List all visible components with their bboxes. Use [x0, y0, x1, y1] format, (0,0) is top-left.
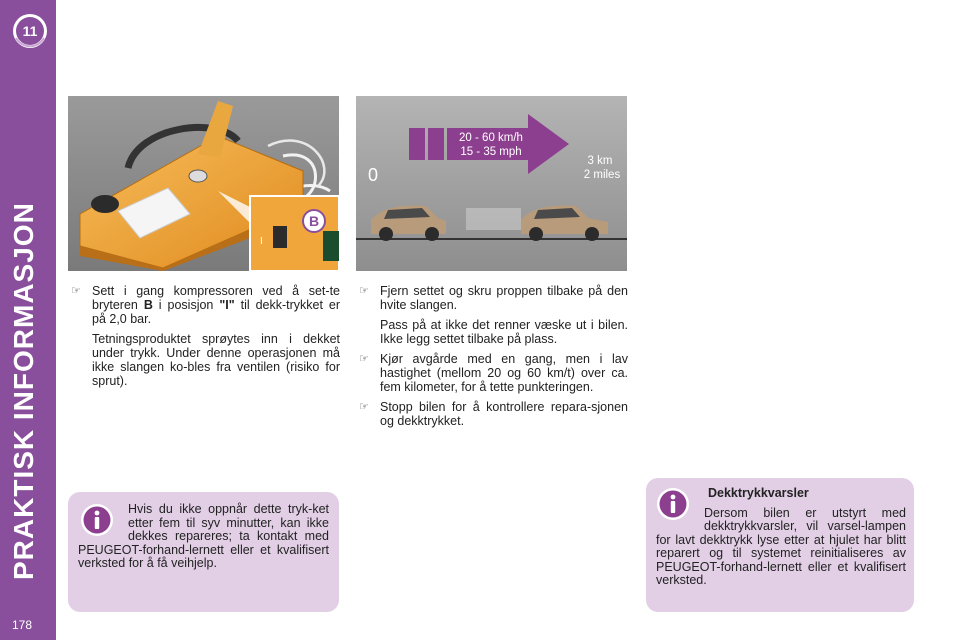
pointing-hand-bullet-icon: ☞: [359, 401, 369, 413]
info-box-no-pressure: Hvis du ikke oppnår dette tryk-ket etter…: [68, 492, 339, 612]
section-title: PRAKTISK INFORMASJON: [8, 202, 39, 580]
instruction-drive: ☞ Kjør avgårde med en gang, men i lav ha…: [359, 352, 628, 394]
chapter-number: 11: [23, 23, 38, 39]
figure-compressor-kit: I B: [68, 96, 339, 271]
callout-label-b: B: [309, 213, 319, 229]
chapter-sidebar: 11 PRAKTISK INFORMASJON 178: [0, 0, 56, 640]
instruction-remove-kit: ☞ Fjern settet og skru proppen tilbake p…: [359, 284, 628, 346]
instructions-left: ☞ Sett i gang kompressoren ved å set-te …: [68, 284, 340, 394]
info-text: Dersom bilen er utstyrt med dekktrykkvar…: [656, 505, 906, 587]
pointing-hand-bullet-icon: ☞: [359, 285, 369, 297]
pointing-hand-bullet-icon: ☞: [71, 285, 81, 297]
speed-mph-label: 15 - 35 mph: [460, 146, 521, 158]
start-label: 0: [368, 165, 378, 185]
switch-mark: I: [260, 236, 263, 247]
speed-kmh-label: 20 - 60 km/h: [459, 132, 523, 144]
distance-miles-label: 2 miles: [584, 169, 621, 181]
car-moving: [521, 205, 608, 241]
info-text: Hvis du ikke oppnår dette tryk-ket etter…: [78, 502, 329, 570]
instruction-start-compressor: ☞ Sett i gang kompressoren ved å set-te …: [71, 284, 341, 388]
car-start: [371, 205, 446, 241]
figure-driving-speed: 20 - 60 km/h 15 - 35 mph 0 3 km 2 miles: [356, 96, 627, 271]
distance-km-label: 3 km: [588, 155, 613, 167]
info-box-tyre-pressure-warning: Dekktrykkvarsler Dersom bilen er utstyrt…: [646, 478, 914, 612]
page-number: 178: [12, 618, 33, 632]
instruction-stop-check: ☞ Stopp bilen for å kontrollere repara-s…: [359, 400, 628, 428]
pointing-hand-bullet-icon: ☞: [359, 353, 369, 365]
info-icon: [657, 488, 689, 520]
instructions-right: ☞ Fjern settet og skru proppen tilbake p…: [356, 284, 628, 434]
info-title: Dekktrykkvarsler: [708, 486, 809, 500]
info-icon: [81, 504, 113, 536]
chapter-badge-icon: 11: [13, 14, 47, 48]
instruction-note: Tetningsproduktet sprøytes inn i dekket …: [92, 332, 340, 388]
